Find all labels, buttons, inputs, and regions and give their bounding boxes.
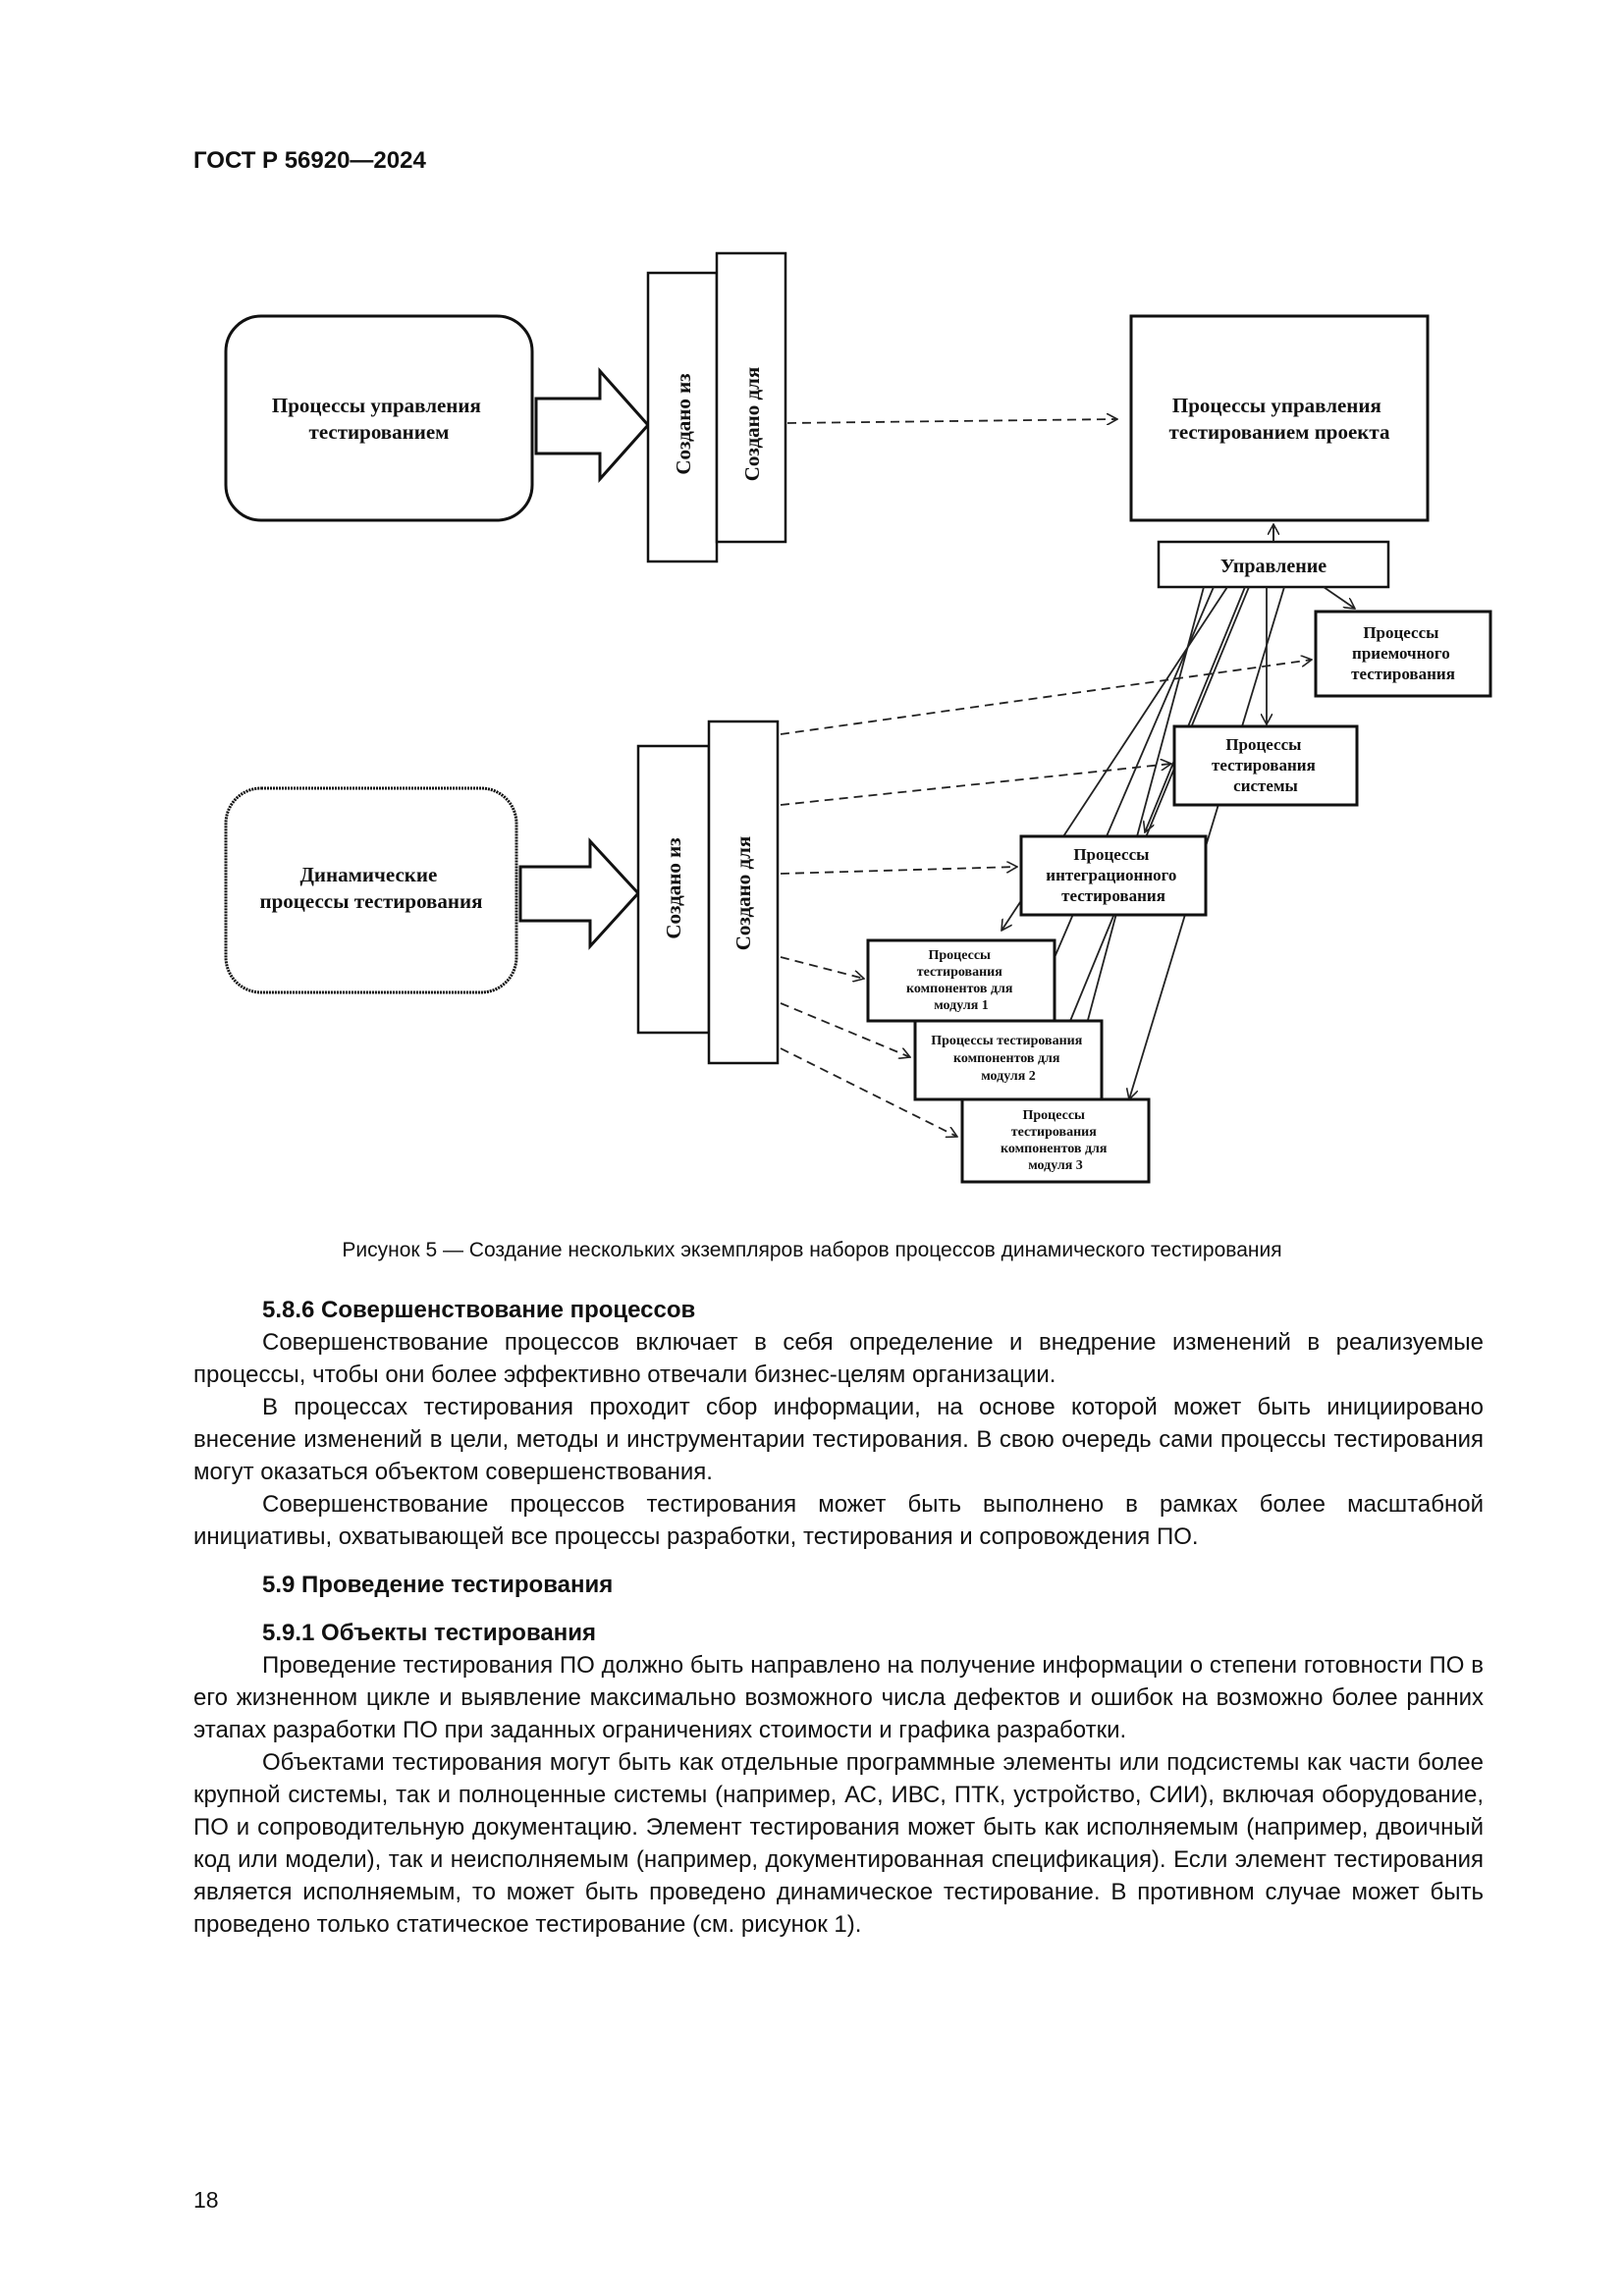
dashed-arrow-top xyxy=(786,419,1117,423)
management-box xyxy=(1157,540,1390,589)
mgmt-processes-label: Процессы управления тестированием xyxy=(272,394,486,444)
module2-box xyxy=(913,1019,1104,1101)
section-5-9-1-title: 5.9.1 Объекты тестирования xyxy=(262,1620,596,1646)
project-mgmt-label: Процессы управления тестированием проект… xyxy=(1169,394,1390,444)
paragraph: Проведение тестирования ПО должно быть н… xyxy=(193,1652,1484,1743)
paragraph: Объектами тестирования могут быть как от… xyxy=(193,1749,1484,1938)
dynamic-processes-box xyxy=(224,786,518,994)
created-from-label-top: Создано из xyxy=(672,373,695,474)
block-arrow-top xyxy=(534,367,651,483)
module3-box xyxy=(960,1097,1151,1184)
dynamic-processes-label: Динамические процессы тестирования xyxy=(260,863,483,913)
created-for-box-top xyxy=(715,251,787,544)
module2-label: Процессы тестирования компонентов для мо… xyxy=(931,1034,1086,1084)
process-diagram: Процессы управления тестированием Создан… xyxy=(224,251,1492,1184)
module3-label: Процессы тестирования компонентов для мо… xyxy=(1001,1108,1110,1173)
integration-box xyxy=(1019,834,1208,917)
module1-box xyxy=(866,938,1056,1023)
acceptance-label: Процессы приемочного тестирования xyxy=(1351,623,1455,683)
paragraph: Совершенствование процессов тестирования… xyxy=(193,1491,1484,1550)
management-label: Управление xyxy=(1220,556,1326,577)
created-for-box-bottom xyxy=(707,720,780,1065)
system-label: Процессы тестирования системы xyxy=(1212,735,1320,795)
created-for-label-bottom: Создано для xyxy=(731,836,755,950)
paragraph: Совершенствование процессов включает в с… xyxy=(193,1329,1484,1388)
system-box xyxy=(1172,724,1359,807)
section-5-8-6-title: 5.8.6 Совершенствование процессов xyxy=(262,1297,696,1323)
figure-caption: Рисунок 5 — Создание нескольких экземпля… xyxy=(342,1239,1282,1261)
document-body: 5.8.6 Совершенствование процессов Соверш… xyxy=(193,1294,1484,1941)
document-header: ГОСТ Р 56920—2024 xyxy=(193,147,426,174)
acceptance-box xyxy=(1314,610,1492,698)
module1-label: Процессы тестирования компонентов для мо… xyxy=(906,948,1016,1013)
project-mgmt-box xyxy=(1129,314,1430,522)
page-number: 18 xyxy=(193,2187,219,2213)
section-5-9-title: 5.9 Проведение тестирования xyxy=(262,1572,614,1598)
paragraph: В процессах тестирования проходит сбор и… xyxy=(193,1394,1484,1485)
integration-label: Процессы интеграционного тестирования xyxy=(1046,845,1180,905)
created-for-label-top: Создано для xyxy=(740,367,764,481)
block-arrow-bottom xyxy=(518,837,641,950)
created-from-label-bottom: Создано из xyxy=(662,837,685,938)
mgmt-processes-box xyxy=(224,314,534,522)
